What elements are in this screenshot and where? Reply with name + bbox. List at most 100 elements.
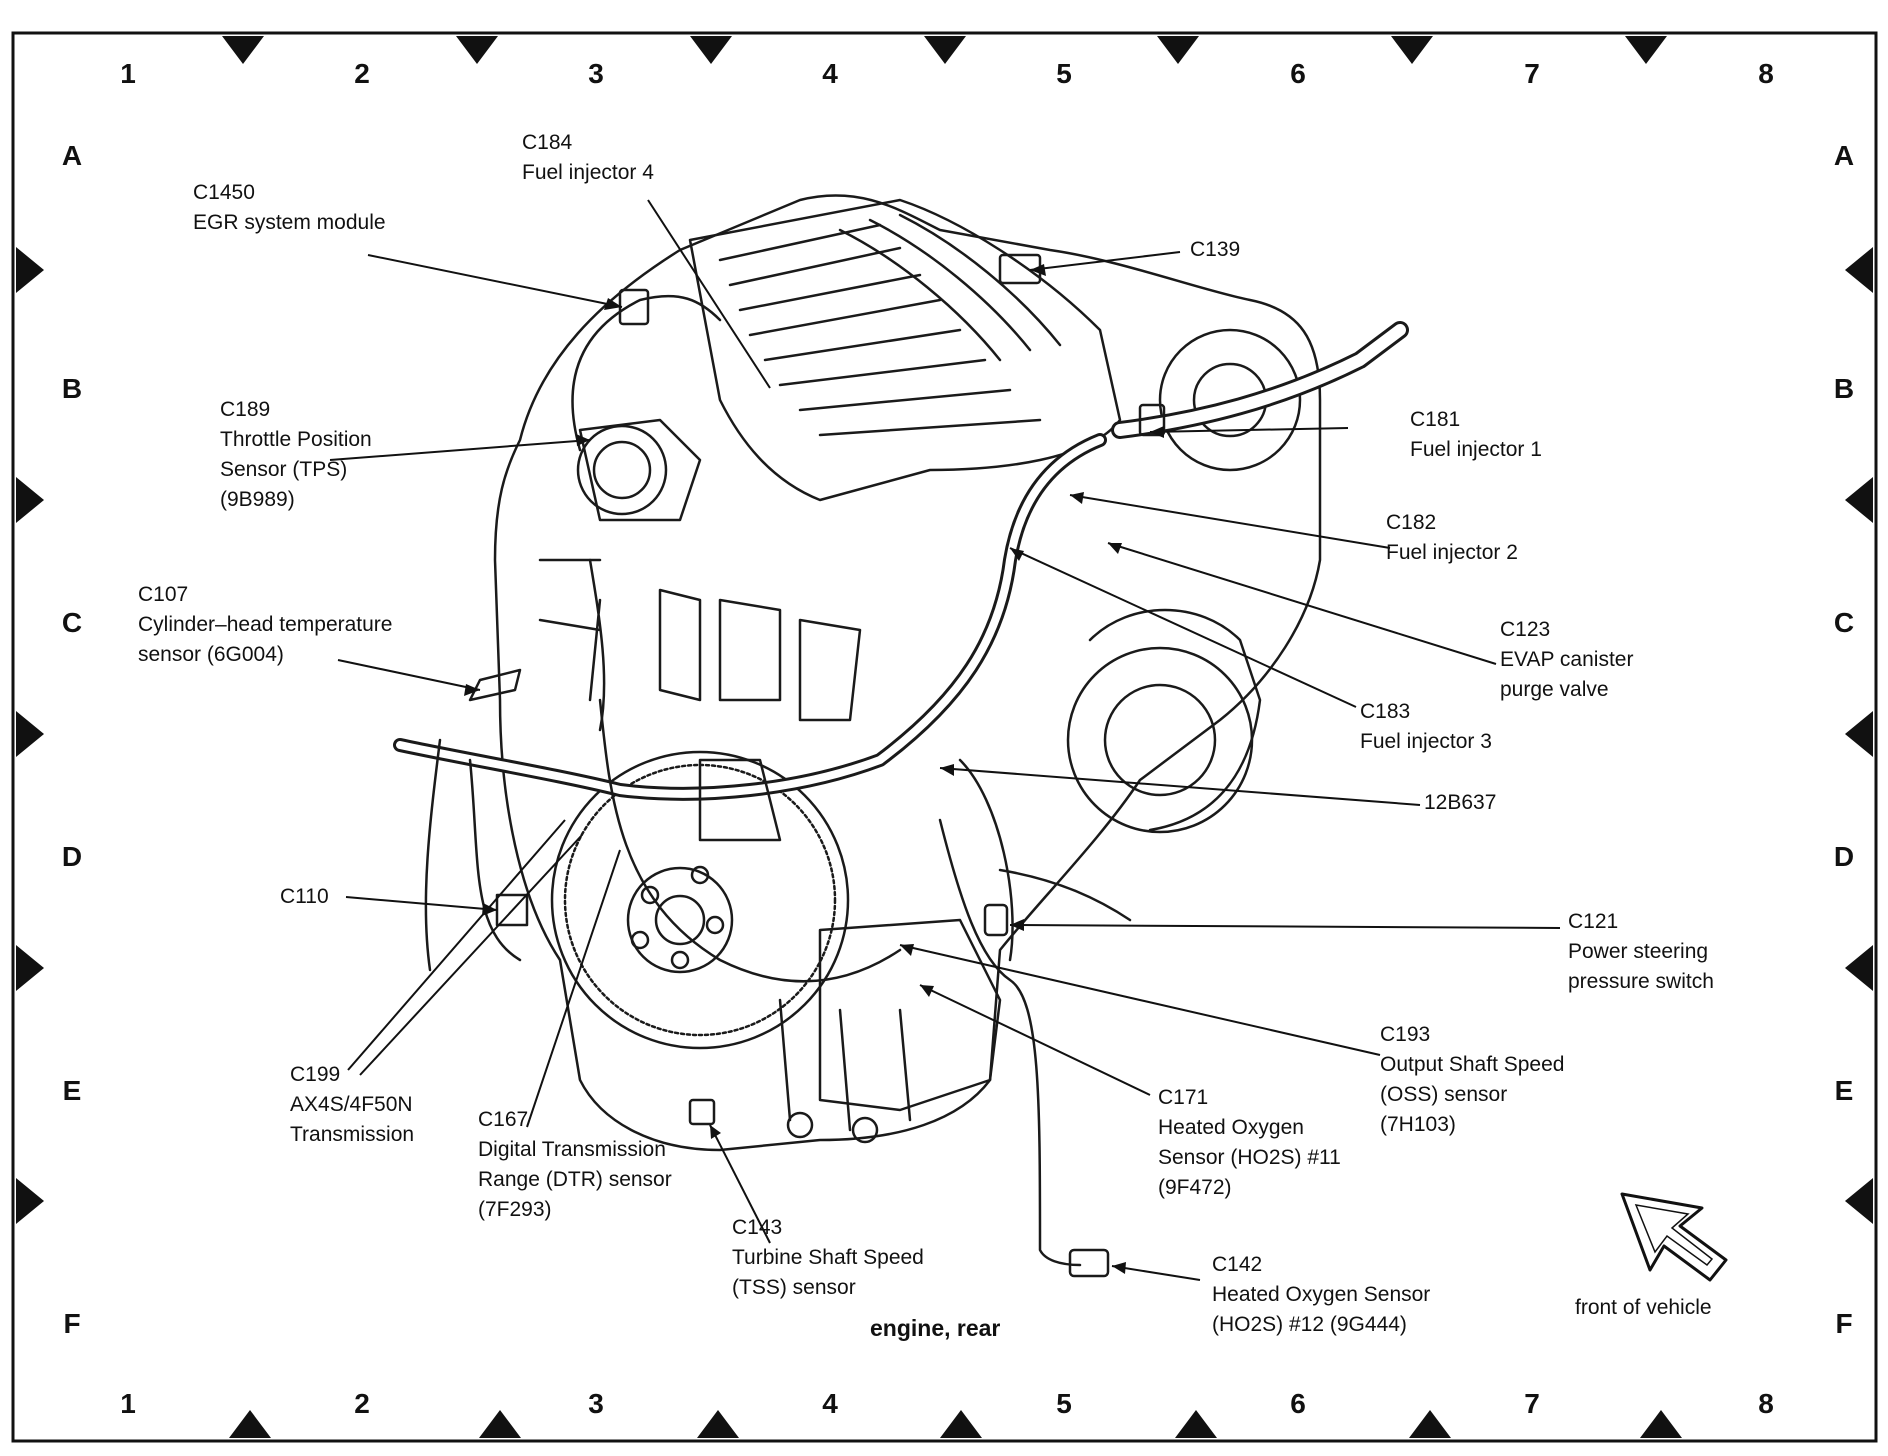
label-c183-desc: Fuel injector 3 (1360, 730, 1492, 753)
grid-row-e-left: E (62, 1075, 82, 1106)
label-c123-code: C123 (1500, 618, 1551, 641)
front-arrow-inner (1634, 1204, 1714, 1267)
label-c199: C199 AX4S/4F50N Transmission (290, 1060, 414, 1150)
grid-col-8-bottom: 8 (1758, 1388, 1774, 1419)
leader-arrowheads (464, 264, 1164, 1274)
label-c110: C110 (280, 882, 329, 912)
label-c184: C184 Fuel injector 4 (522, 128, 654, 188)
label-c107-desc-1: Cylinder–head temperature (138, 613, 393, 636)
label-c1450-desc: EGR system module (193, 211, 386, 234)
label-c189-desc-2: Sensor (TPS) (220, 458, 348, 481)
grid-col-5-bottom: 5 (1056, 1388, 1072, 1419)
left-grid-markers (16, 247, 44, 1224)
grid-col-1-bottom: 1 (120, 1388, 136, 1419)
label-c183-code: C183 (1360, 700, 1411, 723)
label-c121-desc-1: Power steering (1568, 940, 1709, 963)
label-c182: C182 Fuel injector 2 (1386, 508, 1518, 568)
label-c139-code: C139 (1190, 238, 1241, 261)
label-c171-code: C171 (1158, 1086, 1209, 1109)
grid-col-6-top: 6 (1290, 58, 1306, 89)
grid-row-f-left: F (63, 1308, 81, 1339)
label-c181-code: C181 (1410, 408, 1461, 431)
label-c181-desc: Fuel injector 1 (1410, 438, 1542, 461)
label-c193: C193 Output Shaft Speed (OSS) sensor (7H… (1380, 1020, 1564, 1140)
grid-col-7-bottom: 7 (1524, 1388, 1540, 1419)
label-c142-desc-1: Heated Oxygen Sensor (1212, 1283, 1431, 1306)
label-c199-code: C199 (290, 1063, 341, 1086)
right-grid-markers (1845, 247, 1873, 1224)
grid-row-e-right: E (1834, 1075, 1854, 1106)
label-c171-desc-3: (9F472) (1158, 1176, 1232, 1199)
label-c143-code: C143 (732, 1216, 783, 1239)
label-c193-desc-1: Output Shaft Speed (1380, 1053, 1565, 1076)
label-c142: C142 Heated Oxygen Sensor (HO2S) #12 (9G… (1212, 1250, 1430, 1340)
label-c107-desc-2: sensor (6G004) (138, 643, 284, 666)
grid-row-c-right: C (1833, 607, 1855, 638)
label-c182-desc: Fuel injector 2 (1386, 541, 1518, 564)
label-c143-desc-2: (TSS) sensor (732, 1276, 856, 1299)
grid-col-1-top: 1 (120, 58, 136, 89)
grid-col-3-top: 3 (588, 58, 604, 89)
diagram-border (11, 31, 1878, 1443)
engine-illustration (393, 194, 1409, 1278)
grid-col-3-bottom: 3 (588, 1388, 604, 1419)
front-of-vehicle-label: front of vehicle (1575, 1296, 1712, 1319)
grid-row-f-right: F (1835, 1308, 1853, 1339)
label-c189-code: C189 (220, 398, 271, 421)
grid-row-c-left: C (61, 607, 83, 638)
label-12b637-code: 12B637 (1424, 791, 1497, 814)
label-c1450: C1450 EGR system module (193, 178, 386, 238)
label-c121-code: C121 (1568, 910, 1619, 933)
label-c193-code: C193 (1380, 1023, 1431, 1046)
grid-col-2-bottom: 2 (354, 1388, 370, 1419)
label-c171-desc-2: Sensor (HO2S) #11 (1158, 1146, 1341, 1169)
label-c143: C143 Turbine Shaft Speed (TSS) sensor (732, 1213, 924, 1303)
grid-row-d-right: D (1833, 841, 1855, 872)
grid-col-2-top: 2 (354, 58, 370, 89)
label-c193-desc-2: (OSS) sensor (1380, 1083, 1508, 1106)
label-c142-code: C142 (1212, 1253, 1263, 1276)
grid-col-7-top: 7 (1524, 58, 1540, 89)
grid-row-d-left: D (61, 841, 83, 872)
label-c167-desc-2: Range (DTR) sensor (478, 1168, 672, 1191)
label-c139: C139 (1190, 235, 1240, 265)
label-c110-code: C110 (280, 885, 329, 908)
label-12b637: 12B637 (1424, 788, 1496, 818)
label-c107: C107 Cylinder–head temperature sensor (6… (138, 580, 392, 670)
label-c167-code: C167 (478, 1108, 529, 1131)
label-c167: C167 Digital Transmission Range (DTR) se… (478, 1105, 672, 1225)
label-c189-desc-3: (9B989) (220, 488, 295, 511)
grid-row-b-left: B (61, 373, 83, 404)
grid-col-4-bottom: 4 (822, 1388, 838, 1419)
bottom-grid-markers (229, 1410, 1682, 1438)
label-c182-code: C182 (1386, 511, 1437, 534)
grid-col-6-bottom: 6 (1290, 1388, 1306, 1419)
label-c199-desc-2: Transmission (290, 1123, 415, 1146)
label-c171: C171 Heated Oxygen Sensor (HO2S) #11 (9F… (1158, 1083, 1341, 1203)
label-c143-desc-1: Turbine Shaft Speed (732, 1246, 924, 1269)
top-grid-markers (222, 36, 1667, 64)
front-arrow-icon (1620, 1192, 1728, 1282)
label-c123-desc-2: purge valve (1500, 678, 1609, 701)
label-c193-desc-3: (7H103) (1380, 1113, 1456, 1136)
label-c199-desc-1: AX4S/4F50N (290, 1093, 413, 1116)
grid-col-5-top: 5 (1056, 58, 1072, 89)
grid-row-a-right: A (1833, 140, 1855, 171)
grid-row-a-left: A (61, 140, 83, 171)
grid-col-4-top: 4 (822, 58, 838, 89)
label-c167-desc-3: (7F293) (478, 1198, 552, 1221)
grid-col-8-top: 8 (1758, 58, 1774, 89)
label-c183: C183 Fuel injector 3 (1360, 697, 1492, 757)
label-c189-desc-1: Throttle Position (220, 428, 372, 451)
label-c167-desc-1: Digital Transmission (478, 1138, 666, 1161)
label-c189: C189 Throttle Position Sensor (TPS) (9B9… (220, 395, 372, 515)
label-c1450-code: C1450 (193, 181, 255, 204)
label-c123-desc-1: EVAP canister (1500, 648, 1634, 671)
label-c107-code: C107 (138, 583, 189, 606)
label-c142-desc-2: (HO2S) #12 (9G444) (1212, 1313, 1407, 1336)
label-c123: C123 EVAP canister purge valve (1500, 615, 1633, 705)
label-c121: C121 Power steering pressure switch (1568, 907, 1714, 997)
label-c184-desc: Fuel injector 4 (522, 161, 654, 184)
leader-lines (329, 199, 1561, 1281)
